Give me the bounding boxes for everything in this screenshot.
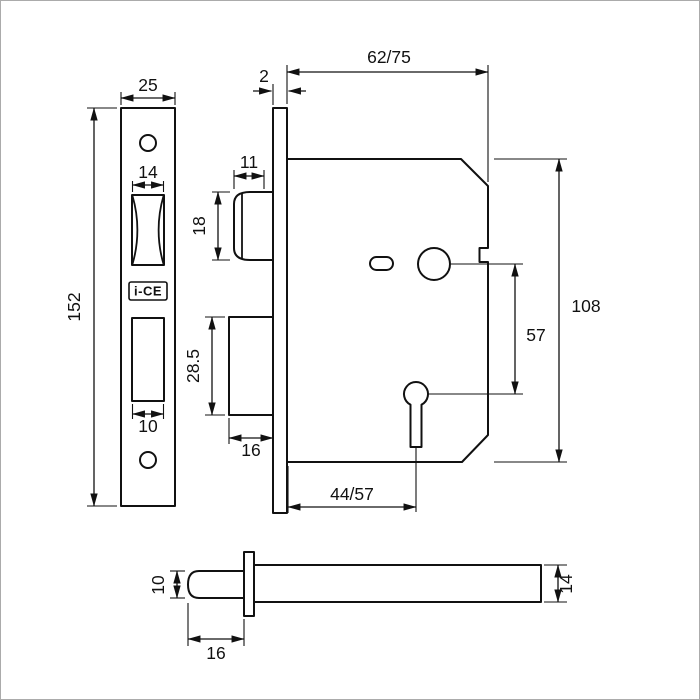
dim-barrel-length: 16 (187, 603, 245, 663)
dim-follower-to-keyhole: 57 (429, 263, 546, 395)
latch-bolt (233, 191, 274, 261)
dim-text-deadbolt-height: 28.5 (183, 349, 203, 383)
dim-faceplate-height: 152 (64, 107, 117, 507)
lock-case-outline (286, 158, 489, 463)
dim-text-faceplate-width: 25 (138, 75, 157, 95)
dim-deadbolt-height: 28.5 (183, 316, 225, 416)
dim-text-deadbolt-width: 16 (241, 440, 260, 460)
dim-latch-cutout-width: 14 (131, 162, 165, 192)
dim-text-follower-to-keyhole: 57 (526, 325, 545, 345)
dim-text-backset: 44/57 (330, 484, 374, 504)
latch-barrel (187, 570, 245, 599)
dim-latch-projection: 11 (233, 152, 265, 189)
logo-box (128, 281, 168, 301)
lock-case-side-view (228, 107, 489, 514)
forend-plate (272, 107, 288, 514)
dim-deadbolt-cutout-width: 10 (131, 404, 165, 436)
dim-text-case-depth: 62/75 (367, 47, 411, 67)
dim-latchcase-height: 14 (544, 564, 576, 603)
dim-text-case-height: 108 (571, 296, 600, 316)
dim-text-barrel-diameter: 10 (148, 575, 168, 595)
dim-text-deadbolt-cutout-width: 10 (138, 416, 158, 436)
dim-backset: 44/57 (287, 466, 417, 513)
spindle-follower-hole (417, 247, 451, 281)
faceplate-outline (120, 107, 176, 507)
screw-hole-bottom (139, 451, 157, 469)
oval-slot (369, 256, 394, 271)
dim-case-depth: 62/75 (286, 47, 489, 182)
dim-text-latch-cutout-width: 14 (138, 162, 158, 182)
latch-bolt-curve-left (131, 195, 139, 265)
dim-faceplate-width: 25 (120, 75, 176, 105)
dim-plate-thickness: 2 (253, 66, 306, 105)
brand-logo: i-CE (134, 284, 162, 299)
keyhole (403, 381, 429, 448)
dim-text-barrel-length: 16 (206, 643, 225, 663)
dim-text-latchcase-height: 14 (556, 574, 576, 594)
dim-text-plate-thickness: 2 (259, 66, 269, 86)
dim-text-latch-projection: 11 (240, 152, 258, 172)
latch-case-body (252, 564, 542, 603)
dim-barrel-diameter: 10 (148, 570, 185, 599)
latch-assembly-bottom-view (187, 551, 542, 617)
dim-text-faceplate-height: 152 (64, 292, 84, 321)
dim-text-latch-height: 18 (189, 216, 209, 235)
dim-deadbolt-width: 16 (228, 418, 274, 460)
dim-case-height: 108 (494, 158, 601, 463)
forend-plate-edge (243, 551, 255, 617)
screw-hole-top (139, 134, 157, 152)
deadbolt-cutout (131, 317, 165, 402)
deadbolt (228, 316, 274, 416)
faceplate-front-view: i-CE (120, 107, 176, 507)
latch-bolt-curve-right (157, 195, 165, 265)
dim-latch-height: 18 (189, 191, 230, 261)
